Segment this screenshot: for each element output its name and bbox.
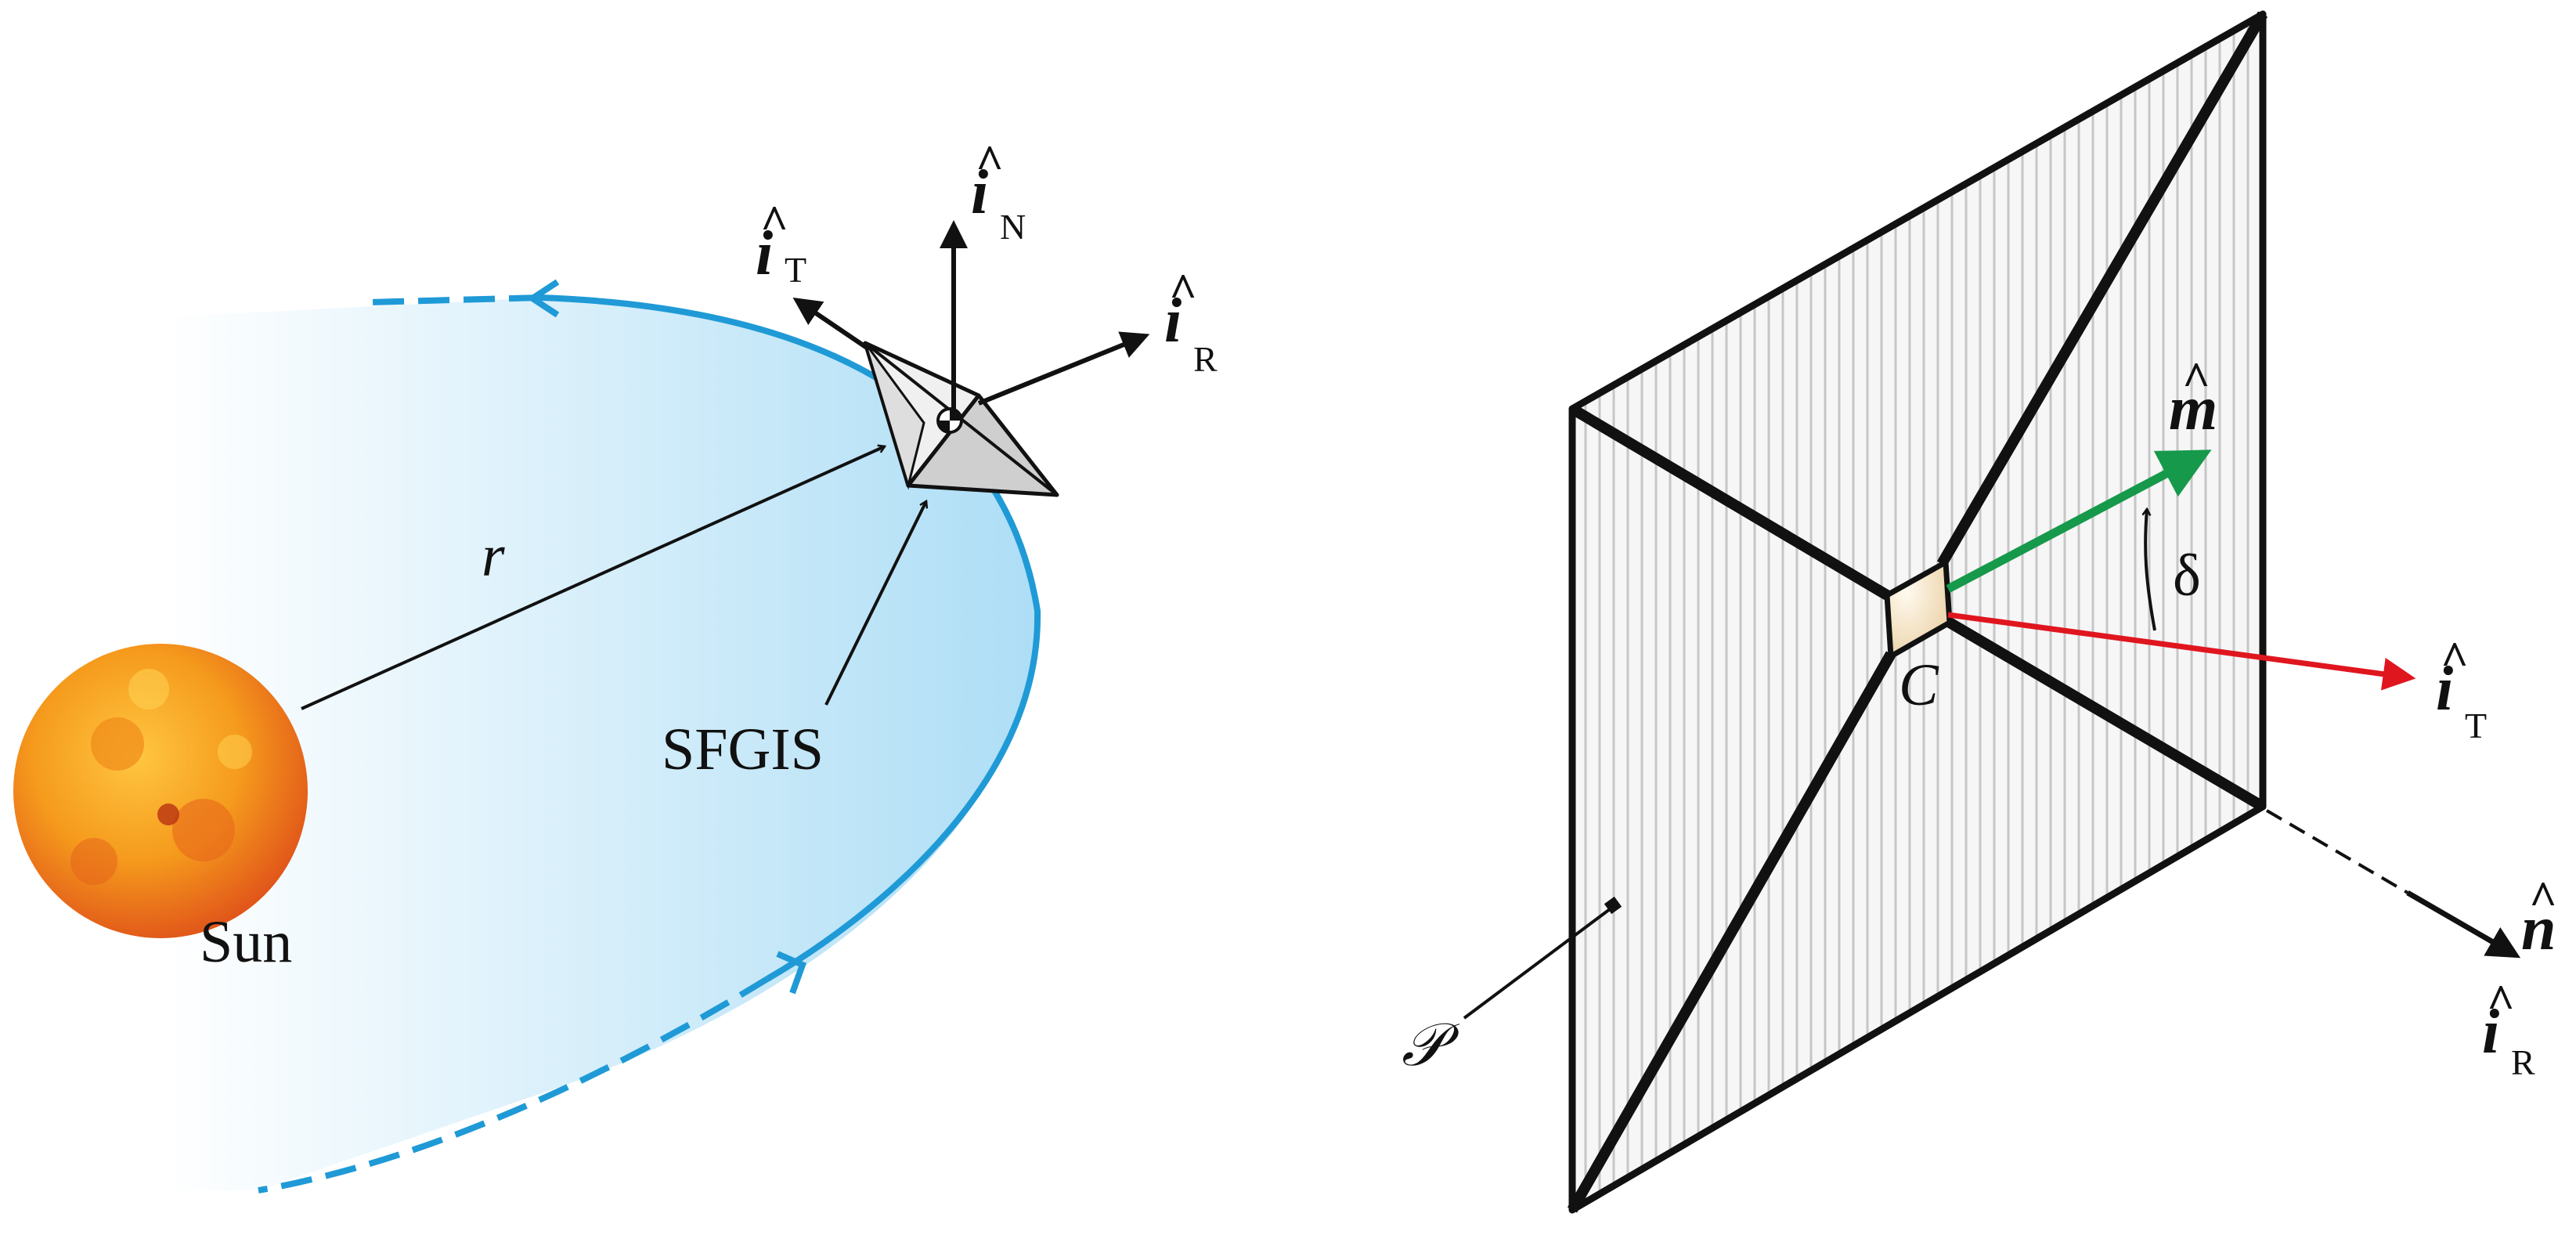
m-vector (1946, 450, 2212, 593)
orbit-path-dashed-top (367, 294, 541, 305)
orbit-path-dashed-bottom (258, 976, 770, 1193)
boom-top-right (1936, 11, 2268, 567)
m-label: ^ m (2169, 353, 2217, 443)
svg-text:T: T (785, 250, 806, 290)
orbit-path (539, 294, 1041, 982)
svg-text:i: i (2482, 998, 2499, 1067)
orbit-direction-arrow-top (526, 279, 560, 318)
spacecraft (863, 341, 1059, 497)
orbit-shaded-region (164, 298, 1038, 1190)
sail-panel: C δ 𝒫 ^ m ^ i T ^ n ^ (1402, 10, 2557, 1214)
plane-label: 𝒫 (1402, 1013, 1460, 1078)
boom-bottom-right (1946, 617, 2266, 812)
sfgis-label: SFGIS (662, 717, 824, 782)
svg-text:n: n (2521, 894, 2556, 963)
svg-text:^: ^ (2487, 976, 2515, 1029)
svg-text:i: i (1164, 287, 1182, 356)
delta-angle-arc (2145, 509, 2156, 631)
svg-text:^: ^ (1169, 265, 1197, 318)
svg-text:R: R (1193, 339, 1218, 379)
svg-text:^: ^ (2182, 353, 2210, 406)
svg-text:i: i (2436, 655, 2453, 724)
iR-label-right: ^ i R (2482, 976, 2535, 1082)
svg-text:^: ^ (2529, 872, 2557, 926)
svg-text:N: N (1000, 207, 1026, 247)
sun (13, 644, 308, 938)
iR-arrow (977, 331, 1150, 406)
radius-line (301, 446, 885, 710)
svg-text:i: i (971, 158, 988, 227)
iN-label: ^ i N (971, 136, 1026, 247)
iT-vector (1947, 612, 2416, 691)
svg-text:m: m (2169, 374, 2217, 443)
n-vector (2406, 890, 2521, 959)
orbit-panel: Sun r SFGIS ^ i T ^ i (13, 136, 1218, 1193)
svg-text:R: R (2511, 1042, 2535, 1082)
plane-pointer (1463, 905, 1615, 1020)
boom-bottom-left (1567, 651, 1896, 1213)
n-label: ^ n (2521, 872, 2557, 963)
radius-label: r (482, 523, 505, 589)
svg-text:T: T (2465, 706, 2487, 746)
boom-top-left (1569, 403, 1890, 601)
svg-text:^: ^ (2441, 633, 2469, 686)
sun-label: Sun (200, 909, 292, 975)
iT-label-right: ^ i T (2436, 633, 2487, 746)
normal-dashed-line (2265, 809, 2409, 894)
sfgis-pointer (824, 501, 926, 706)
center-label: C (1899, 652, 1939, 718)
svg-text:i: i (756, 219, 773, 288)
iR-label-left: ^ i R (1164, 265, 1218, 379)
orbit-direction-arrow-bottom (776, 951, 807, 995)
iT-label-left: ^ i T (756, 197, 806, 290)
svg-text:^: ^ (760, 197, 788, 250)
iT-arrow (792, 297, 871, 352)
delta-label: δ (2173, 543, 2201, 608)
svg-text:^: ^ (976, 136, 1004, 190)
sail-hub (1884, 559, 1953, 659)
